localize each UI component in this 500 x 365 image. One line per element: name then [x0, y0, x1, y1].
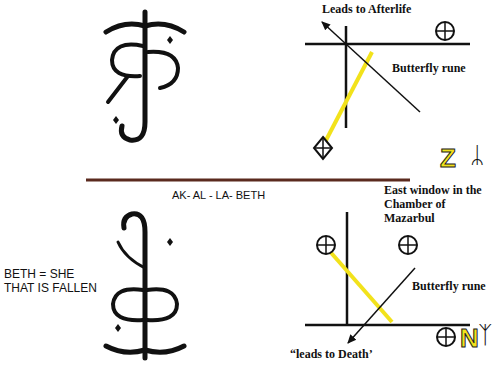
- top-rune-figure: [305, 22, 470, 159]
- rune-glyph: ᛦ: [470, 143, 484, 167]
- word-split: AK- AL - LA- BETH: [172, 189, 265, 202]
- rune-label: Butterfly rune: [392, 62, 466, 76]
- bottom-monogram: [106, 214, 184, 358]
- arrow-note: “leads to Death’: [290, 348, 373, 362]
- rune-label: Butterfly rune: [412, 280, 486, 294]
- divider-line: [86, 179, 410, 182]
- rune-letter: Z: [440, 145, 456, 171]
- window-note: East window in the Chamber of Mazarbul: [384, 184, 496, 225]
- rune-letter: N: [460, 325, 479, 351]
- arrow-note: Leads to Afterlife: [322, 3, 411, 17]
- bottom-rune-figure: [305, 212, 470, 346]
- rune-glyph: ᛉ: [478, 323, 492, 347]
- meaning-note: BETH = SHE THAT IS FALLEN: [4, 268, 100, 296]
- top-monogram: [106, 12, 184, 140]
